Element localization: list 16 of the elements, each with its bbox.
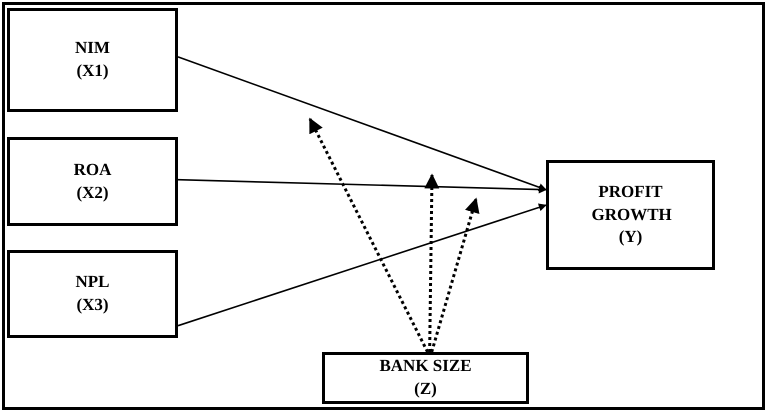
variable-label: ROA (X2) [72,158,112,204]
variable-box [7,8,178,112]
variable-box [322,352,529,404]
arrow [178,178,547,194]
variable-box [546,160,715,270]
variable-label: NIM (X1) [74,37,111,82]
arrow [178,56,547,192]
dotted-arrow [308,118,429,353]
dotted-arrow [424,174,440,352]
variable-box [7,250,178,338]
variable-label: PROFIT GROWTH (Y) [592,180,670,248]
variable-label: NPL (X3) [74,271,110,316]
arrow [178,204,547,326]
variable-label: BANK SIZE (Z) [378,355,473,400]
dotted-arrow [430,198,480,352]
variable-box [7,137,178,226]
